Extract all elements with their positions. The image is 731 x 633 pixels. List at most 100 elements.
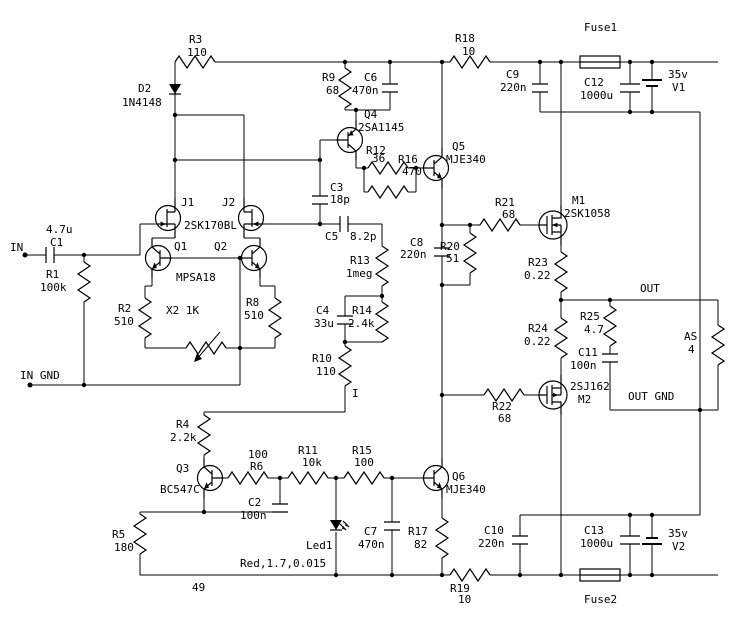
- label-q3-ref: Q3: [176, 462, 189, 475]
- label-v1: V1: [672, 81, 685, 94]
- resistor-R4: [197, 414, 211, 456]
- label-r12-ref: R12: [366, 144, 386, 157]
- label-m2-val: 2SJ162: [570, 380, 610, 393]
- label-r23-val: 0.22: [524, 269, 551, 282]
- label-r13-val: 1meg: [346, 267, 373, 280]
- label-r6-val: 100: [248, 448, 268, 461]
- label-r18-ref: R18: [455, 32, 475, 45]
- label-r23-ref: R23: [528, 256, 548, 269]
- label-r9-val: 68: [326, 84, 339, 97]
- capacitor-C2: [271, 503, 289, 513]
- speaker-load-AS: [711, 324, 725, 366]
- capacitor-C5: [339, 215, 349, 233]
- label-c3-ref: C3: [330, 181, 343, 194]
- resistor-R5: [133, 513, 147, 555]
- supply-branches: [174, 62, 653, 575]
- label-c8-ref: C8: [410, 236, 423, 249]
- label-q2: Q2: [214, 240, 227, 253]
- label-q6-val: MJE340: [446, 483, 486, 496]
- supply-terminal-bars: [642, 79, 662, 545]
- label-jfet-part: 2SK170BL: [184, 219, 237, 232]
- capacitor-C13: [619, 535, 641, 545]
- resistor-R24: [554, 317, 568, 359]
- label-c12-val: 1000u: [580, 89, 613, 102]
- label-m2-ref: M2: [578, 393, 591, 406]
- jfet-J2: [237, 197, 265, 239]
- capacitor-C7: [383, 521, 401, 531]
- junction-dots: [22, 59, 703, 578]
- label-out: OUT: [640, 282, 660, 295]
- capacitor-C6: [381, 83, 399, 93]
- resistor-R25: [603, 305, 617, 347]
- label-c5-ref: C5: [325, 230, 338, 243]
- label-c6-ref: C6: [364, 71, 377, 84]
- led-Led1: [329, 519, 350, 531]
- label-q5-val: MJE340: [446, 153, 486, 166]
- label-c10-val: 220n: [478, 537, 505, 550]
- label-q3-val: BC547C: [160, 483, 200, 496]
- label-c8-val: 220n: [400, 248, 427, 261]
- label-r8-ref: R8: [246, 296, 259, 309]
- label-r8-val: 510: [244, 309, 264, 322]
- label-r4-val: 2.2k: [170, 431, 197, 444]
- capacitor-C11: [601, 353, 619, 363]
- label-r6-ref: R6: [250, 460, 263, 473]
- jfet-J1: [154, 197, 182, 239]
- label-q4-ref: Q4: [364, 108, 378, 121]
- label-r5-val: 180: [114, 541, 134, 554]
- label-c1-ref: C1: [50, 236, 63, 249]
- label-c2-val: 100n: [240, 509, 267, 522]
- resistor-R17: [435, 517, 449, 559]
- transistor-Q2: [239, 237, 268, 279]
- label-led1-ref: Led1: [306, 539, 333, 552]
- resistor-R15: [343, 471, 385, 485]
- label-c7-val: 470n: [358, 538, 385, 551]
- trimmer-wiper-arrowhead: [194, 353, 202, 362]
- label-c13-val: 1000u: [580, 537, 613, 550]
- label-r16-val: 470: [402, 165, 422, 178]
- resistor-R6: [227, 471, 269, 485]
- resistor-R20: [463, 232, 477, 274]
- label-r17-val: 82: [414, 538, 427, 551]
- label-r3-ref: R3: [189, 33, 202, 46]
- input-stage-wires: [25, 114, 336, 386]
- label-r4-ref: R4: [176, 418, 190, 431]
- capacitor-C12: [619, 83, 641, 93]
- label-q5-ref: Q5: [452, 140, 465, 153]
- label-r24-ref: R24: [528, 322, 548, 335]
- label-out-gnd: OUT GND: [628, 390, 674, 403]
- label-v2-volt: 35v: [668, 527, 688, 540]
- capacitor-C1: [45, 246, 55, 264]
- label-r16-ref: R16: [398, 153, 418, 166]
- label-r22-val: 68: [498, 412, 511, 425]
- label-j1: J1: [181, 196, 194, 209]
- resistor-R13: [375, 245, 389, 287]
- label-r18-val: 10: [462, 45, 475, 58]
- label-r14-ref: R14: [352, 304, 372, 317]
- capacitor-C10: [511, 535, 529, 545]
- label-r25-ref: R25: [580, 310, 600, 323]
- label-c2-ref: C2: [248, 496, 261, 509]
- label-c3-val: 18p: [330, 193, 350, 206]
- label-r15-val: 100: [354, 456, 374, 469]
- label-in-gnd: IN GND: [20, 369, 60, 382]
- label-c13-ref: C13: [584, 524, 604, 537]
- label-q12-part: MPSA18: [176, 271, 216, 284]
- label-led1-val: Red,1.7,0.015: [240, 557, 326, 570]
- label-r14-val: 2.4k: [348, 317, 375, 330]
- label-in: IN: [10, 241, 23, 254]
- label-c9-val: 220n: [500, 81, 527, 94]
- resistor-R2: [138, 297, 152, 339]
- label-c6-val: 470n: [352, 84, 379, 97]
- resistor-R19: [449, 568, 491, 582]
- label-r11-val: 10k: [302, 456, 322, 469]
- fuse-2: [579, 568, 621, 582]
- label-d2-ref: D2: [138, 82, 151, 95]
- label-r21-val: 68: [502, 208, 515, 221]
- diode-D2: [168, 83, 182, 95]
- label-q6-ref: Q6: [452, 470, 465, 483]
- label-q4-val: 2SA1145: [358, 121, 404, 134]
- mosfet-M1: [538, 204, 568, 246]
